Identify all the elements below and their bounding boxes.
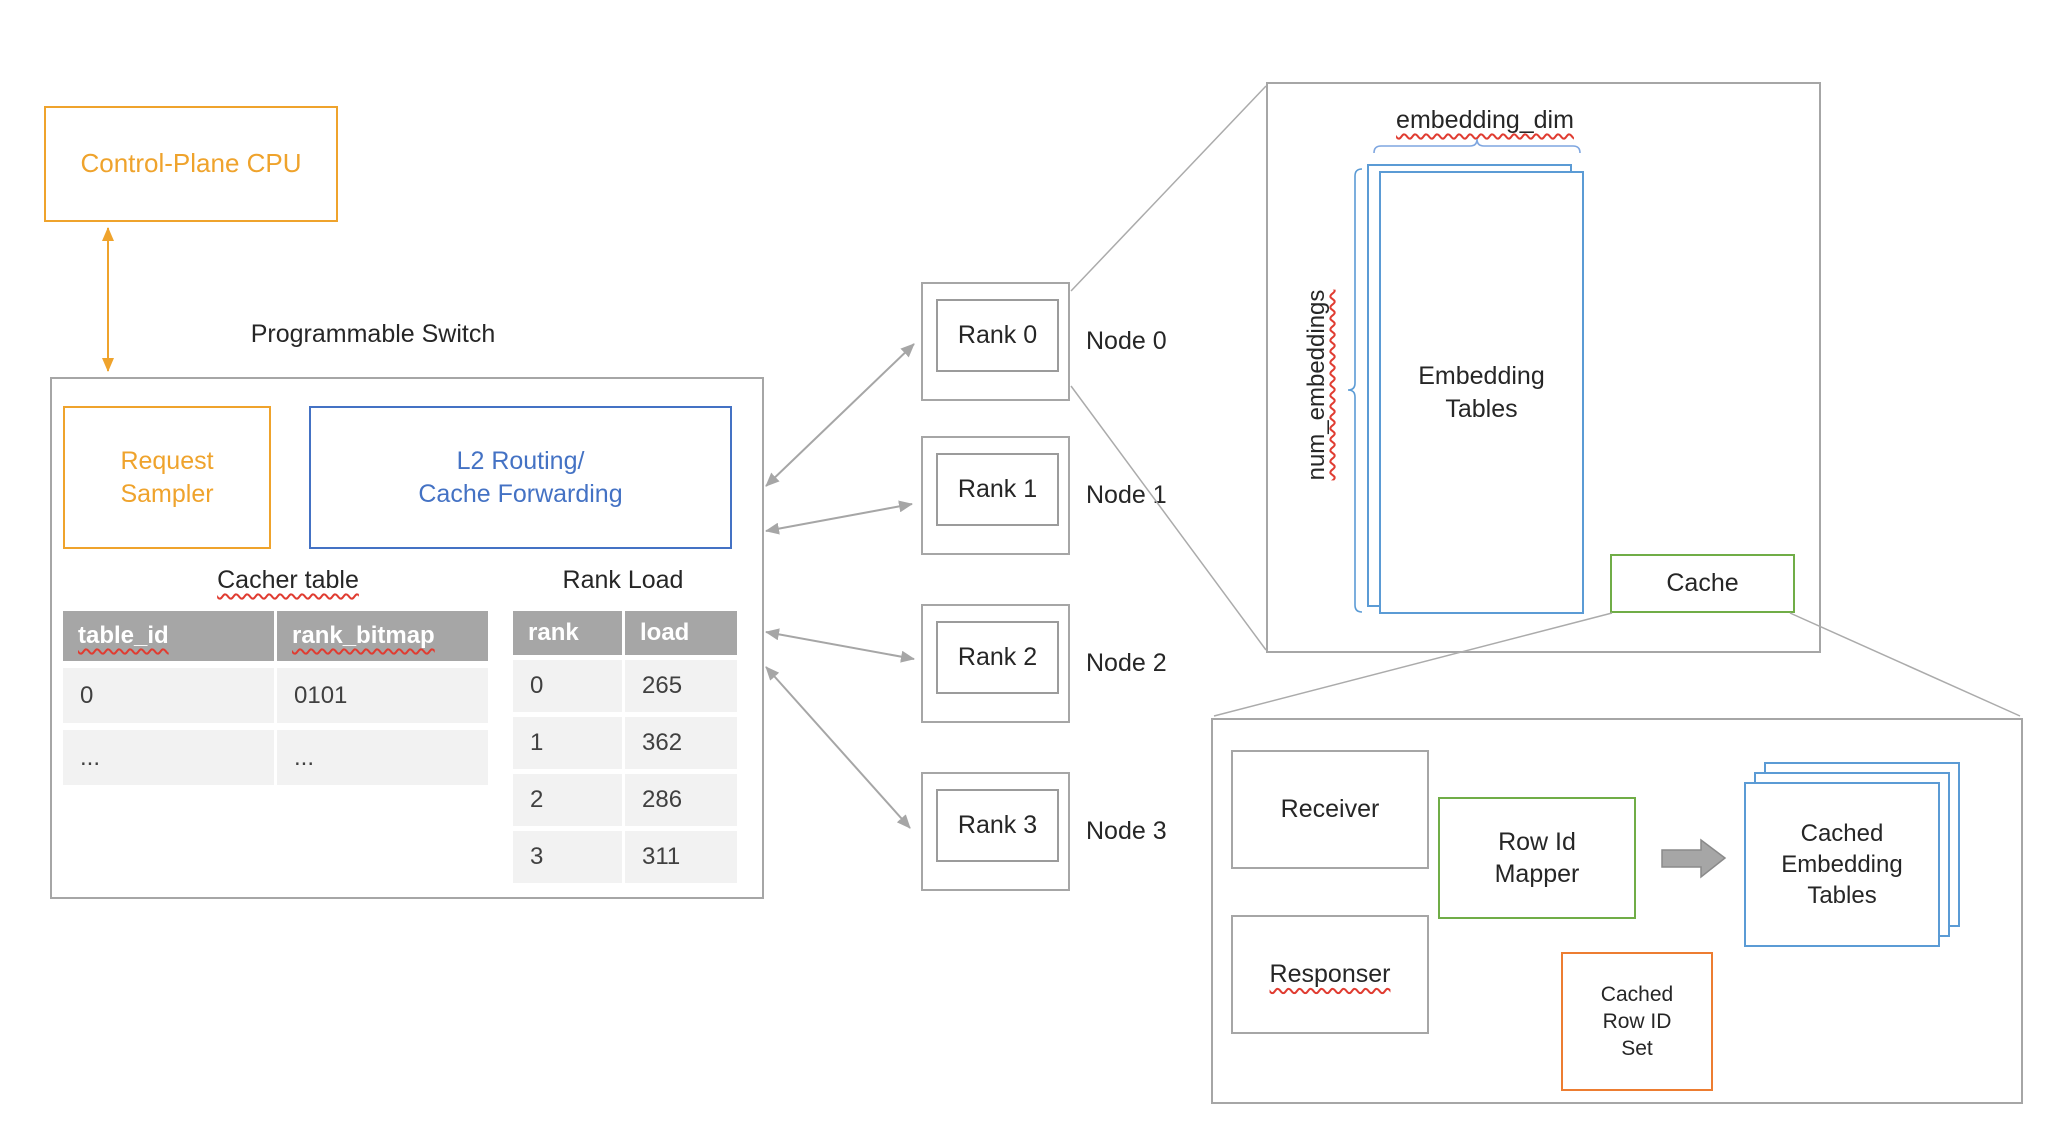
num-embeddings-label: num_embeddings (1303, 289, 1330, 481)
responser-box: Responser (1231, 915, 1429, 1034)
rank-load-header-load: load (625, 611, 737, 655)
switch-rank3-arrow (765, 666, 911, 829)
l2-routing-label-line2: Cache Forwarding (418, 479, 623, 508)
rank-load-title: Rank Load (562, 566, 684, 594)
rank-load-cell: 0 (513, 660, 622, 712)
embedding-tables-label: Embedding Tables (1418, 362, 1545, 423)
cached-row-id-set-label: Cached Row ID Set (1600, 982, 1674, 1061)
node-2-label: Node 2 (1086, 649, 1167, 677)
row-id-mapper-box: Row Id Mapper (1438, 797, 1636, 919)
cache-label: Cache (1666, 569, 1739, 598)
cacher-table-title: Cacher table (217, 566, 359, 594)
rank-load-cell: 1 (513, 717, 622, 769)
cached-embedding-tables-label: Cached Embedding Tables (1781, 819, 1903, 910)
l2-routing-box: L2 Routing/ Cache Forwarding (309, 406, 732, 549)
rank-2-outer-box: Rank 2 (921, 604, 1070, 723)
embedding-detail-panel: embedding_dim Embedding Tables num_embed… (1266, 82, 1821, 653)
cache-panel-guide-line-right (1789, 612, 2021, 717)
rank-load-cell: 286 (625, 774, 737, 826)
request-sampler-label: Request Sampler (120, 447, 214, 508)
rank-load-cell: 362 (625, 717, 737, 769)
programmable-switch-title: Programmable Switch (250, 320, 496, 348)
rank-load-cell: 2 (513, 774, 622, 826)
control-plane-cpu-label: Control-Plane CPU (80, 148, 302, 179)
switch-rank0-arrow (765, 343, 915, 487)
cacher-table-header-table-id: table_id (63, 611, 274, 661)
node-0-label: Node 0 (1086, 327, 1167, 355)
rank-load-header-rank: rank (513, 611, 622, 655)
embedding-dim-label: embedding_dim (1396, 106, 1574, 134)
cacher-table-cell: ... (277, 730, 488, 785)
node-3-label: Node 3 (1086, 817, 1167, 845)
switch-rank2-arrow (765, 628, 915, 663)
l2-routing-label-line1: L2 Routing/ (456, 447, 585, 475)
receiver-label: Receiver (1280, 795, 1380, 824)
cacher-table-cell: 0101 (277, 668, 488, 723)
cached-row-id-set-box: Cached Row ID Set (1561, 952, 1713, 1091)
rank-3-outer-box: Rank 3 (921, 772, 1070, 891)
rank-0-box: Rank 0 (936, 299, 1059, 372)
control-plane-cpu-box: Control-Plane CPU (44, 106, 338, 222)
switch-rank1-arrow (765, 500, 913, 535)
rank-0-outer-box: Rank 0 (921, 282, 1070, 401)
cacher-table-cell: 0 (63, 668, 274, 723)
cache-box: Cache (1610, 554, 1795, 613)
node-1-label: Node 1 (1086, 481, 1167, 509)
cached-embedding-tables-box: Cached Embedding Tables (1744, 782, 1940, 947)
rank-load-table: rank load 0 265 1 362 2 286 3 311 (513, 611, 737, 883)
cacher-table: table_id rank_bitmap 0 0101 ... ... (63, 611, 488, 785)
cacher-table-header-rank-bitmap: rank_bitmap (277, 611, 488, 661)
responser-label: Responser (1269, 960, 1391, 989)
row-id-mapper-label: Row Id Mapper (1494, 827, 1580, 889)
rank-2-box: Rank 2 (936, 621, 1059, 694)
cache-detail-panel: Receiver Responser Row Id Mapper Cached … (1211, 718, 2023, 1104)
rank0-panel-guide-line-top (1070, 85, 1267, 292)
rank-load-cell: 311 (625, 831, 737, 883)
rank-load-cell: 3 (513, 831, 622, 883)
request-sampler-box: Request Sampler (63, 406, 271, 549)
rank-3-box: Rank 3 (936, 789, 1059, 862)
rank-load-cell: 265 (625, 660, 737, 712)
rank-1-box: Rank 1 (936, 453, 1059, 526)
embedding-tables-box: Embedding Tables (1379, 171, 1584, 614)
rank-1-outer-box: Rank 1 (921, 436, 1070, 555)
cacher-table-cell: ... (63, 730, 274, 785)
receiver-box: Receiver (1231, 750, 1429, 869)
